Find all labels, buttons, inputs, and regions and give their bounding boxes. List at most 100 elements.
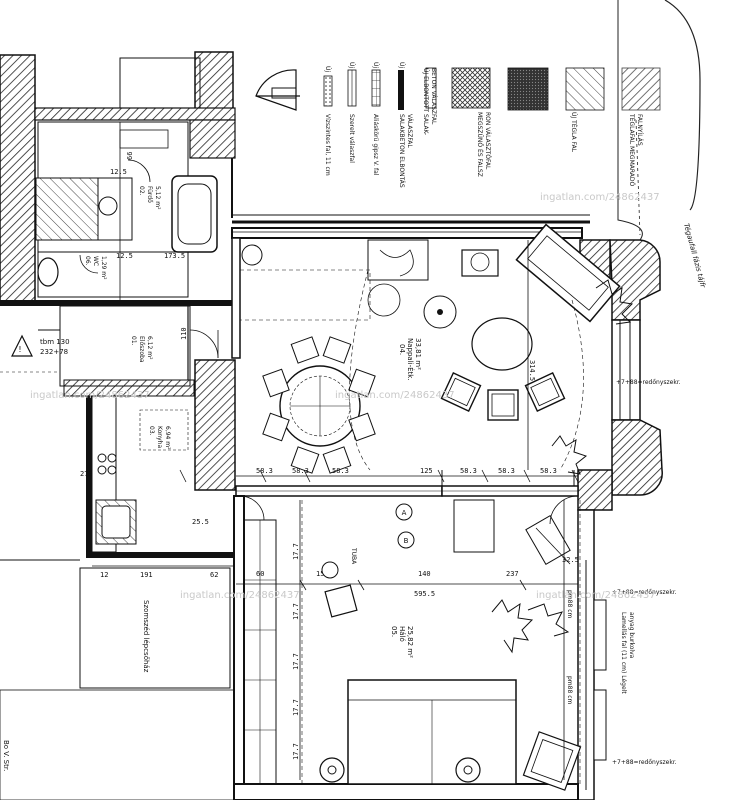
- pm-note-1: pm88 cm: [566, 590, 573, 618]
- watermark-1: ingatlan.com/24862437: [540, 192, 660, 203]
- section-marker-2: [395, 503, 413, 521]
- dim-58-3-a: 58.3: [256, 467, 273, 475]
- handwritten-note: Tégaufall fázis tájfr: [682, 222, 707, 289]
- dim-66: 66: [126, 152, 134, 160]
- legend-label-2: ÚJ TÉGLA FAL: [570, 112, 578, 153]
- dim-60: 60: [256, 570, 264, 578]
- legend-captions: Új Új Új Új Vízszintes fal, 11 cm Szerel…: [324, 62, 643, 188]
- dim-191: 191: [140, 571, 153, 579]
- legend-label-6: Aliáskörü gipsz V. fal: [372, 114, 379, 176]
- room-05-num: 05.: [390, 626, 398, 637]
- tbm-label: tbm 130: [40, 338, 70, 346]
- legend-label-4: ÚJ ELBONTOTT SALAK-: [422, 68, 429, 135]
- dim-77-c: 17.7: [292, 653, 300, 670]
- room-03-num: 03.: [148, 426, 155, 436]
- dimension-texts: 58.3 58.3 58.3 125 58.3 58.3 58.3 595.5 …: [80, 152, 579, 760]
- legend: Új Új Új Új Vízszintes fal, 11 cm Szerel…: [231, 0, 701, 241]
- svg-text:!: !: [18, 345, 21, 354]
- dining-table: [262, 336, 376, 474]
- svg-text:B: B: [404, 537, 409, 545]
- legend-prefix-4: Új: [398, 62, 405, 68]
- legend-sub-3: RON VÁLASZTÓFAL: [484, 112, 491, 170]
- legend-swatches: [323, 67, 661, 111]
- section-marker-3: [321, 561, 339, 579]
- dim-77-a: 17.7: [292, 543, 300, 560]
- sofa: [515, 223, 621, 323]
- pm-note-2: pm88 cm: [566, 676, 573, 704]
- room-02-num: 02.: [138, 186, 145, 196]
- dim-140: 140: [418, 570, 431, 578]
- legend-label-3: MEGSZŰNŐ ÉS FALSZ: [476, 112, 484, 177]
- legend-label-7: Szerelt válaszfal: [348, 114, 355, 163]
- dim-12-5-a: 12.5: [110, 168, 127, 176]
- dim-12-5-b: 12.5: [116, 252, 133, 260]
- dim-273: 273: [80, 470, 93, 478]
- watermark-5: ingatlan.com/24862437: [30, 390, 150, 401]
- dim-77-e: 17.7: [292, 743, 300, 760]
- room-02-name: Fürdő: [146, 186, 153, 203]
- dim-58-3-e: 58.3: [498, 467, 515, 475]
- watermark-4: ingatlan.com/24862437: [180, 590, 300, 601]
- kitchen: [91, 395, 194, 553]
- door-swing-symbol: [255, 69, 300, 111]
- dim-173-5: 173.5: [164, 252, 185, 260]
- dimension-lines: [92, 240, 579, 780]
- side-note-2: anyag burkolva: [628, 612, 635, 659]
- dim-32-5: 32.5: [562, 556, 579, 564]
- watermark-3: ingatlan.com/24862437: [536, 590, 656, 601]
- roller-note-2: +7+88=redőnyszekr.: [612, 589, 677, 596]
- room-02-area: 5,12 m²: [154, 186, 161, 210]
- room-01-name: Előszoba: [138, 336, 145, 363]
- warning-triangle-icon: [11, 334, 33, 357]
- dim-62: 62: [210, 571, 218, 579]
- room-06-area: 1,29 m²: [100, 256, 107, 280]
- living-room: [239, 223, 634, 525]
- side-note-1: Lamellás fal (11 cm) Légelt: [620, 612, 627, 694]
- dim-12: 12: [100, 571, 108, 579]
- bedroom: [244, 499, 582, 791]
- toilet-icon: [37, 257, 59, 287]
- roller-note-3: +7+88=redőnyszekr.: [612, 759, 677, 766]
- section-marker: [397, 531, 415, 549]
- room-06-name: WC: [92, 256, 99, 266]
- bathroom-area: [35, 121, 218, 300]
- dim-110: 110: [180, 327, 188, 340]
- room-06-num: 06.: [84, 256, 91, 266]
- room-04-num: 04.: [398, 344, 406, 355]
- legend-label-5: SALAKBETON ELBONTÁS: [398, 114, 405, 188]
- room-04-area: 33,81 m²: [414, 338, 422, 370]
- room-01-num: 01.: [130, 336, 137, 346]
- bottom-left-label: Bo V. Str.: [2, 740, 10, 771]
- sink-icon: [98, 196, 118, 216]
- dim-125: 125: [420, 467, 433, 475]
- legend-sub-1: FALNYÍLÁS: [636, 114, 643, 146]
- dim-237: 237: [506, 570, 519, 578]
- room-03-area: 6,94 m²: [164, 426, 171, 450]
- bathtub-icon: [171, 175, 218, 253]
- dim-25-5: 25.5: [192, 518, 209, 526]
- dim-77-b: 17.7: [292, 603, 300, 620]
- room-03-name: Konyha: [156, 426, 163, 448]
- neighbor-staircase-label: Szomszéd lépcsőház: [142, 600, 151, 673]
- legend-sub-5: VÁLASZFAL: [406, 114, 413, 148]
- room-05-name: Háló: [398, 626, 406, 642]
- armchairs: [440, 372, 566, 421]
- legend-sub-4: BETON VÁLASZFAL: [430, 68, 437, 125]
- room-05-area: 25,82 m²: [406, 626, 414, 658]
- legend-prefix-2: Új: [348, 62, 355, 68]
- legend-label-1: TÉGLAFAL MEGMARADÓ: [628, 113, 636, 186]
- watermarks: ingatlan.com/24862437 ingatlan.com/24862…: [30, 192, 660, 601]
- roller-note-1: +7+88=redőnyszekr.: [616, 379, 681, 386]
- room-labels: 04. Nappali-Étk. 33,81 m² 05. Háló 25,82…: [84, 186, 422, 658]
- legend-prefix-3: Új: [372, 62, 379, 68]
- room-04-name: Nappali-Étk.: [406, 338, 415, 381]
- dim-58-3-c: 58.3: [332, 467, 349, 475]
- entry-hall: !: [0, 305, 219, 387]
- legend-prefix-1: Új: [324, 66, 331, 72]
- dim-314-5: 314.5: [528, 360, 536, 381]
- elevation-label: 232+78: [40, 348, 68, 356]
- dim-58-3-f: 58.3: [540, 467, 557, 475]
- dim-77-d: 17.7: [292, 699, 300, 716]
- watermark-2: ingatlan.com/24862437: [335, 390, 455, 401]
